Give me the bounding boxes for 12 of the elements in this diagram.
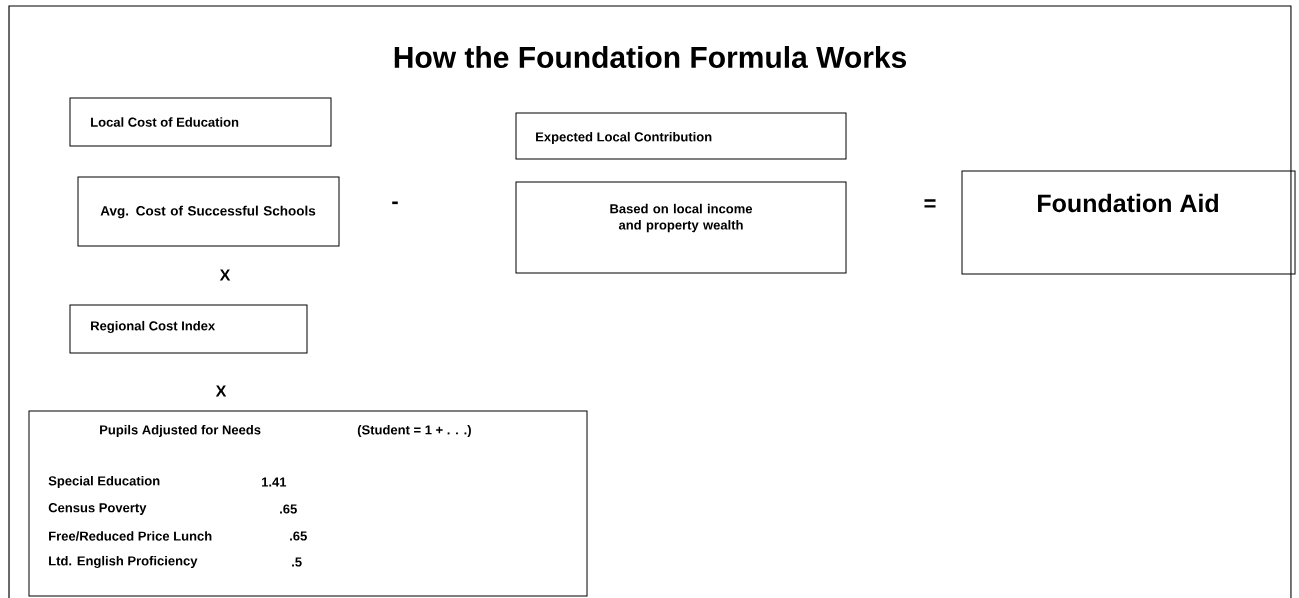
formula-box: Pupils Adjusted for Needs (Student = 1 + . . .) Special Education 1.41 Census Poverty .65 Free/Reduced Price Lunch .65 Ltd. English Proficiency .5 [28,410,588,597]
times-sign: X [219,269,231,281]
formula-box: Regional Cost Index [69,304,308,354]
formula-box: Foundation Aid [961,170,1296,275]
formula-box: Expected Local Contribution [515,112,847,160]
formula-box: Based on local income and property wealth [515,181,847,274]
minus-sign: - [392,201,398,205]
equals-sign: = [924,199,936,208]
formula-box: Local Cost of Education [69,97,332,147]
formula-box: Avg. Cost of Successful Schools [77,176,340,247]
times-sign: X [215,385,227,397]
title: How the Foundation Formula Works [394,46,907,69]
